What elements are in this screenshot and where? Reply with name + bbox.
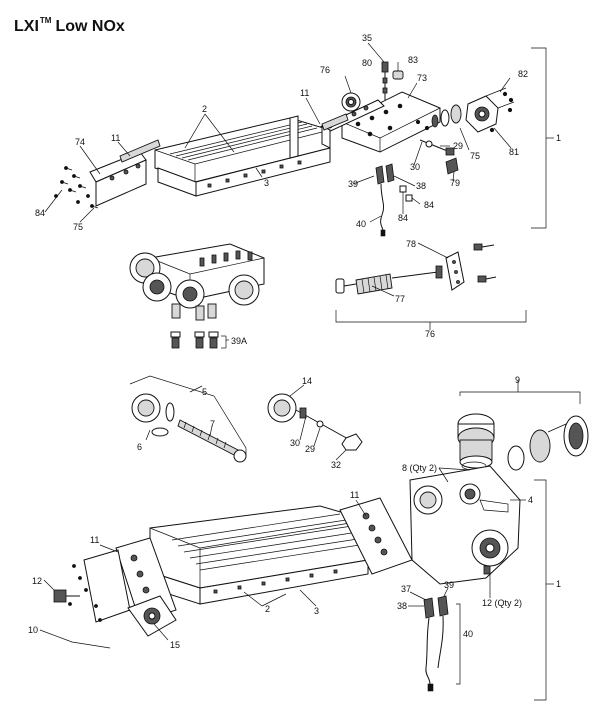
- callout-2: 2: [202, 104, 207, 114]
- title-main: LXI: [14, 18, 39, 35]
- callout-80: 80: [362, 58, 372, 68]
- side-bracket-bottom-left: [53, 549, 177, 637]
- callout-14: 14: [302, 376, 312, 386]
- callout-73: 73: [417, 73, 427, 83]
- callout-84: 84: [424, 200, 434, 210]
- callout-30: 30: [290, 438, 300, 448]
- callout-83: 83: [408, 55, 418, 65]
- trademark-mark: TM: [39, 16, 52, 25]
- side-bracket-top-left: [54, 139, 161, 209]
- callout-84: 84: [35, 208, 45, 218]
- callout-81: 81: [509, 147, 519, 157]
- callout-76: 76: [425, 329, 435, 339]
- callout-75: 75: [73, 222, 83, 232]
- callout-11: 11: [350, 490, 359, 500]
- callout-2: 2: [265, 604, 270, 614]
- title-rest: Low NOx: [55, 18, 125, 35]
- callout-1: 1: [556, 579, 561, 589]
- callout-11: 11: [90, 535, 99, 545]
- manifold-39A: [129, 243, 265, 349]
- callout-39: 39: [444, 580, 454, 590]
- callout-84: 84: [398, 213, 408, 223]
- union-assembly-9: [457, 413, 589, 471]
- callout-37: 37: [401, 584, 411, 594]
- callout-8-qty2: 8 (Qty 2): [402, 463, 437, 473]
- callout-29: 29: [453, 141, 463, 151]
- callout-40: 40: [356, 219, 366, 229]
- header-assembly-bottom: [409, 465, 521, 585]
- callout-38: 38: [397, 601, 407, 611]
- callout-3: 3: [314, 606, 319, 616]
- callout-30: 30: [410, 162, 420, 172]
- callout-4: 4: [528, 495, 533, 505]
- callout-39: 39: [348, 179, 358, 189]
- callout-5: 5: [202, 387, 207, 397]
- callout-6: 6: [137, 442, 142, 452]
- callout-12-qty2: 12 (Qty 2): [482, 598, 522, 608]
- callout-29: 29: [305, 444, 315, 454]
- callout-15: 15: [170, 640, 180, 650]
- leader-lines: [39, 42, 581, 701]
- valve-assembly-14: [267, 393, 363, 451]
- callout-9: 9: [515, 375, 520, 385]
- callout-11: 11: [111, 133, 120, 143]
- gasket-strip-top: [321, 113, 349, 131]
- callout-79: 79: [450, 178, 460, 188]
- header-assembly-top: [317, 61, 515, 237]
- callout-11: 11: [300, 88, 309, 98]
- callout-35: 35: [362, 33, 372, 43]
- callout-12: 12: [32, 576, 42, 586]
- rod-assembly-77: [335, 243, 497, 295]
- callout-7: 7: [210, 419, 215, 429]
- callout-40: 40: [463, 629, 473, 639]
- callout-76: 76: [320, 65, 330, 75]
- callout-74: 74: [75, 137, 85, 147]
- callout-75: 75: [470, 151, 480, 161]
- sensor-assembly-bottom: [423, 595, 449, 692]
- heat-exchanger-tray-top: [154, 115, 331, 197]
- callout-32: 32: [331, 460, 341, 470]
- callout-78: 78: [406, 239, 416, 249]
- callout-39A: 39A: [231, 336, 247, 346]
- callout-10: 10: [28, 625, 38, 635]
- callout-82: 82: [518, 69, 528, 79]
- callout-77: 77: [395, 294, 405, 304]
- callout-3: 3: [264, 178, 269, 188]
- valve-assembly-5: [131, 393, 247, 463]
- callout-labels: 35 83 80 76 73 82 2 11 74 11 3 84 75 30 …: [28, 33, 561, 650]
- callout-38: 38: [416, 181, 426, 191]
- callout-1: 1: [556, 133, 561, 143]
